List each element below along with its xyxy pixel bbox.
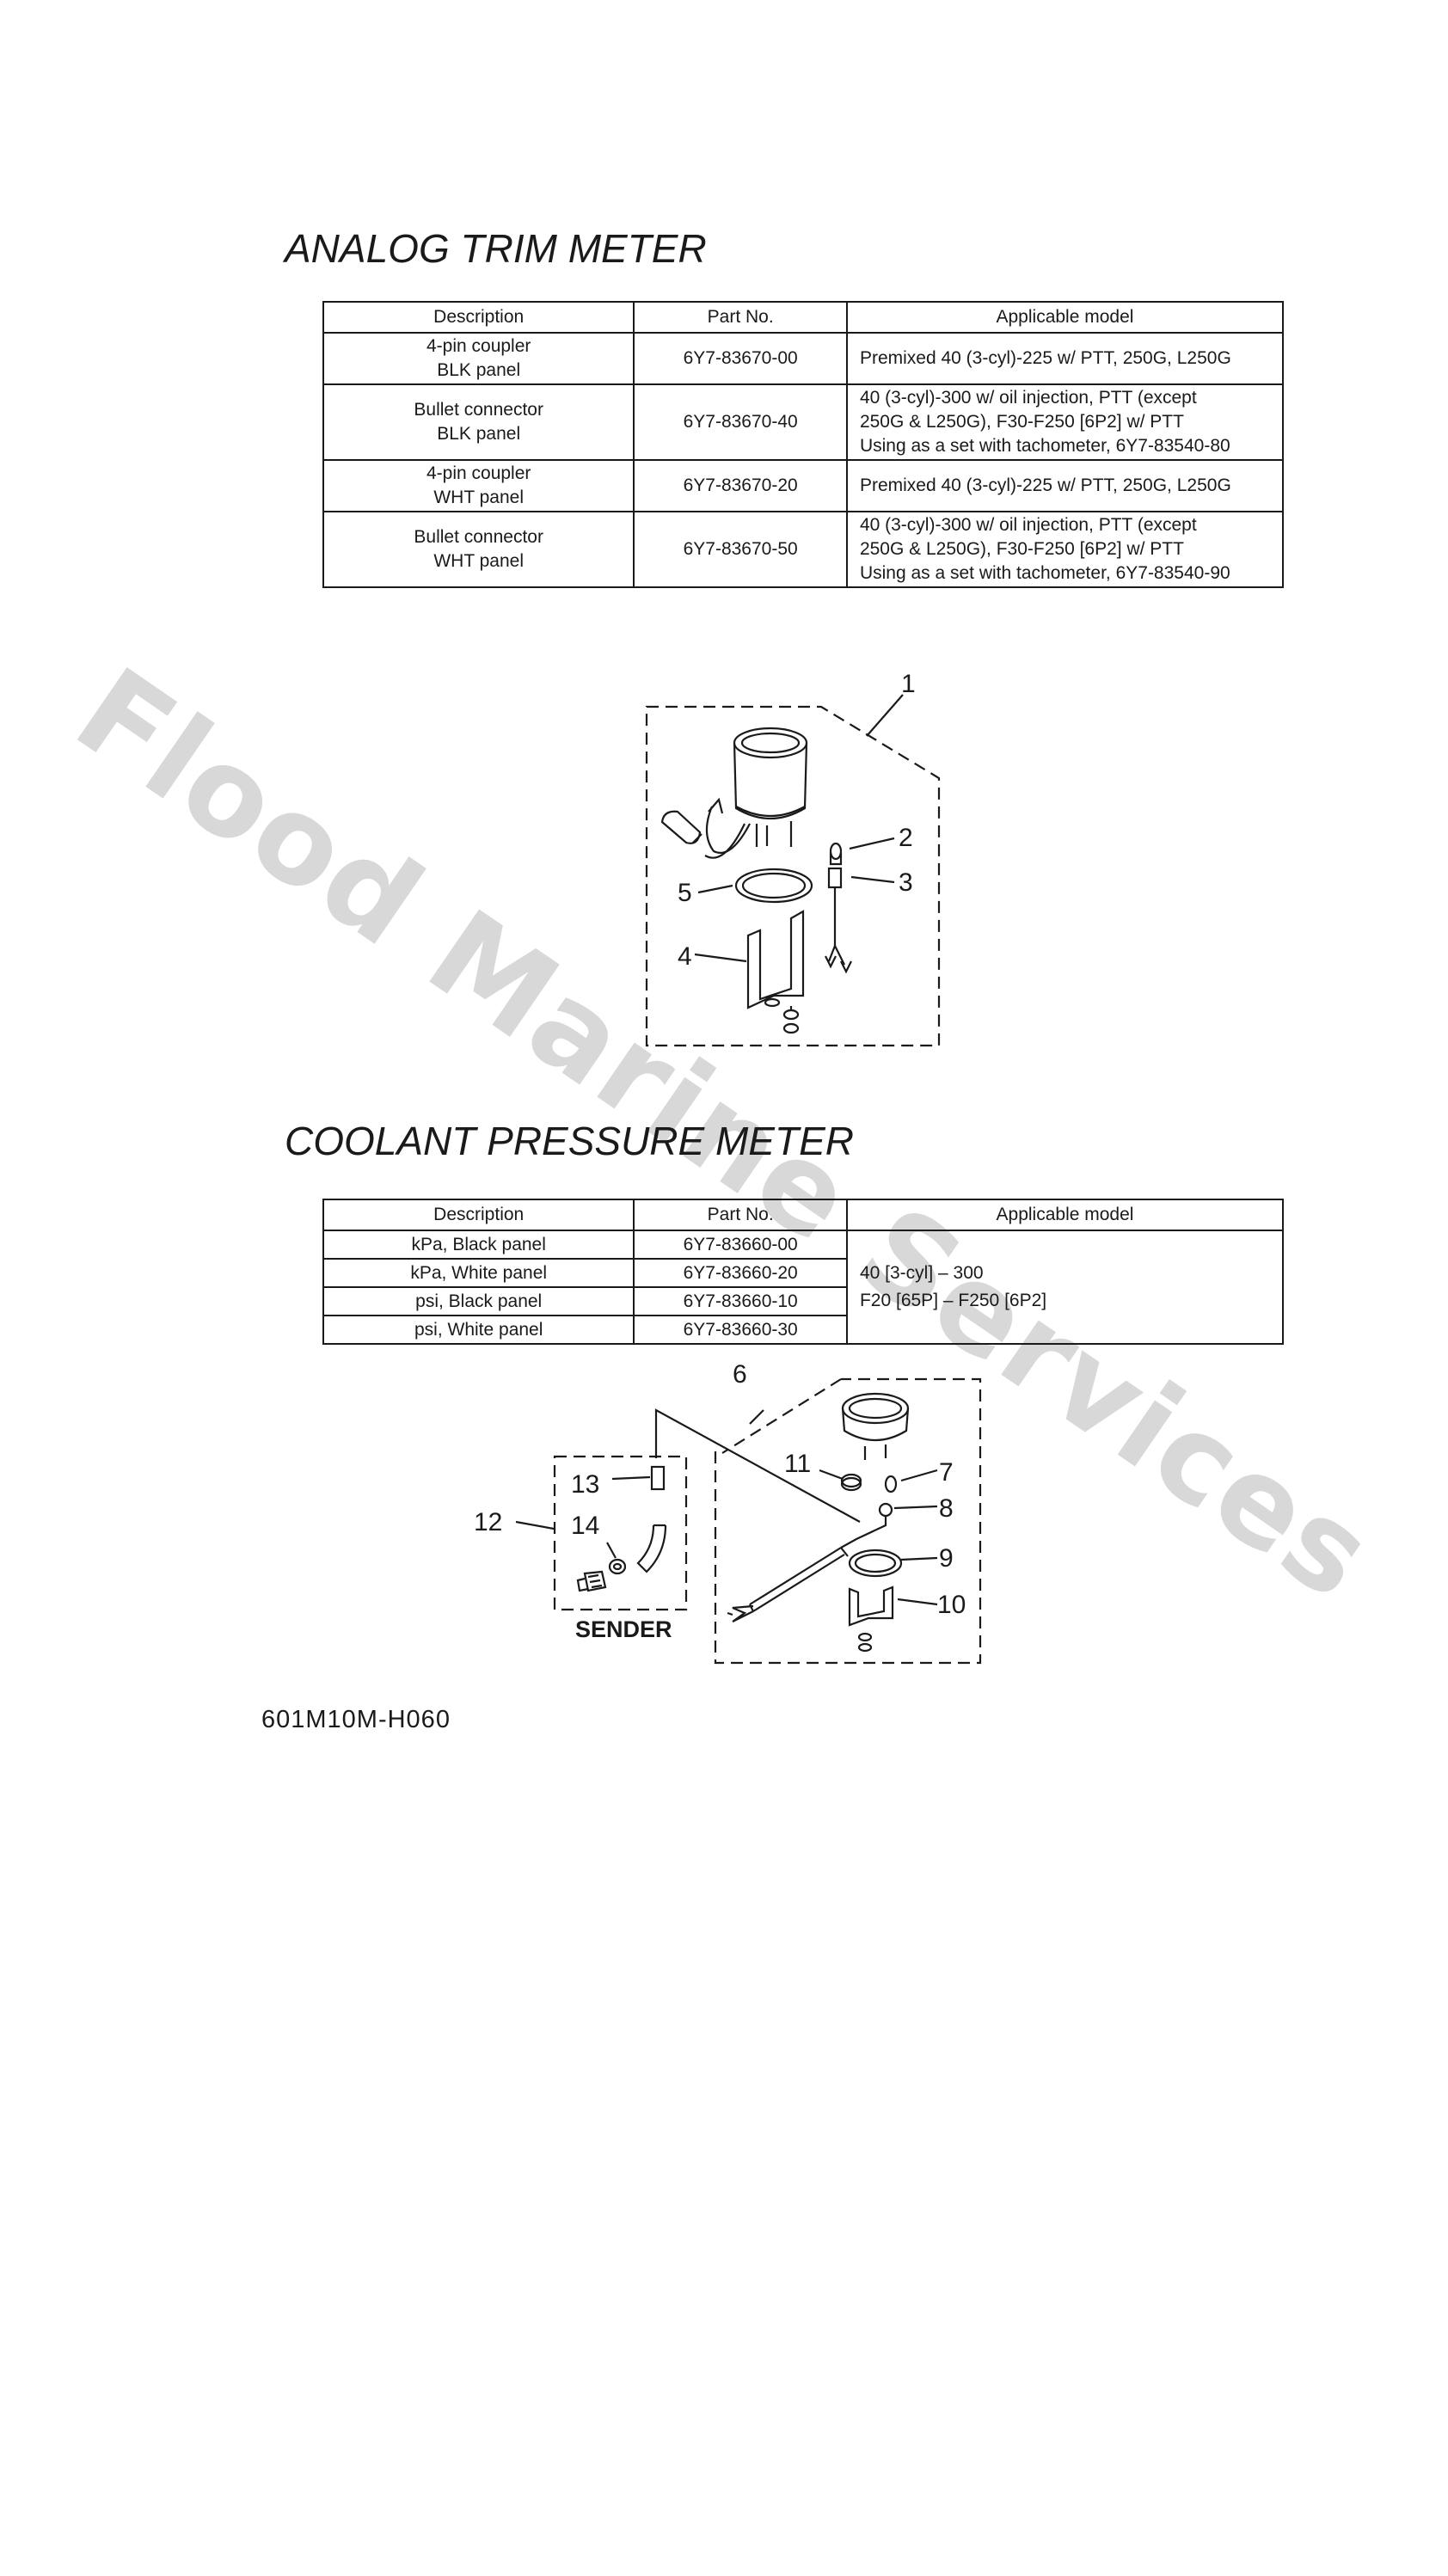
table-row: kPa, White panel 6Y7-83660-20 <box>322 1258 1283 1288</box>
callout-14: 14 <box>571 1512 599 1540</box>
sender-label: SENDER <box>575 1616 672 1642</box>
part-number-cell: 6Y7-83660-30 <box>633 1315 848 1345</box>
part-number-cell: 6Y7-83670-40 <box>633 383 848 461</box>
description-cell: psi, White panel <box>322 1315 635 1345</box>
header-description: Description <box>322 1199 635 1231</box>
description-cell: kPa, Black panel <box>322 1230 635 1260</box>
trim-gauge-bracket <box>746 910 805 1009</box>
callout-4: 4 <box>678 942 692 971</box>
header-description: Description <box>322 301 635 334</box>
part-number-cell: 6Y7-83660-20 <box>633 1258 848 1288</box>
table-header-row: Description Part No. Applicable model <box>322 1199 1285 1231</box>
callout-3: 3 <box>899 868 913 897</box>
coolant-assembly-outline <box>714 1377 982 1665</box>
part-number-cell: 6Y7-83660-10 <box>633 1286 848 1316</box>
coolant-meter-table: Description Part No. Applicable model kP… <box>322 1199 1285 1345</box>
table-row: psi, White panel 6Y7-83660-30 <box>322 1315 1283 1345</box>
trim-gauge-ring <box>734 868 813 904</box>
description-cell: psi, Black panel <box>322 1286 635 1316</box>
table-header-row: Description Part No. Applicable model <box>322 301 1285 334</box>
part-number-cell: 6Y7-83670-20 <box>633 459 848 512</box>
callout-12: 12 <box>474 1508 502 1536</box>
header-part-no: Part No. <box>633 1199 848 1231</box>
sender-outline <box>553 1455 688 1611</box>
callout-10: 10 <box>937 1591 966 1619</box>
model-cell: 40 (3-cyl)-300 w/ oil injection, PTT (ex… <box>845 511 1285 588</box>
callout-7: 7 <box>939 1458 954 1487</box>
callout-13: 13 <box>571 1470 599 1499</box>
callout-8: 8 <box>939 1494 954 1523</box>
trim-meter-title: ANALOG TRIM METER <box>285 226 707 271</box>
trim-meter-table: Description Part No. Applicable model 4-… <box>322 301 1285 588</box>
header-applicable-model: Applicable model <box>845 1199 1285 1231</box>
coolant-gauge-ring <box>848 1549 903 1578</box>
model-cell: Premixed 40 (3-cyl)-225 w/ PTT, 250G, L2… <box>845 332 1285 385</box>
trim-meter-diagram: 1 2 3 4 5 <box>474 670 982 1665</box>
table-row: kPa, Black panel 6Y7-83660-00 40 [3-cyl]… <box>322 1230 1285 1345</box>
coolant-gauge-bracket <box>848 1585 894 1627</box>
callout-1: 1 <box>901 670 916 698</box>
model-cell: 40 (3-cyl)-300 w/ oil injection, PTT (ex… <box>845 383 1285 461</box>
description-cell: kPa, White panel <box>322 1258 635 1288</box>
callout-5: 5 <box>678 879 692 907</box>
part-number-cell: 6Y7-83670-50 <box>633 511 848 588</box>
callout-2: 2 <box>899 824 913 852</box>
header-part-no: Part No. <box>633 301 848 334</box>
callout-6: 6 <box>733 1360 747 1389</box>
part-number-cell: 6Y7-83660-00 <box>633 1230 848 1260</box>
four-pin-coupler <box>660 810 702 844</box>
part-number-cell: 6Y7-83670-00 <box>633 332 848 385</box>
header-applicable-model: Applicable model <box>845 301 1285 334</box>
model-cell: Premixed 40 (3-cyl)-225 w/ PTT, 250G, L2… <box>845 459 1285 512</box>
document-number: 601M10M-H060 <box>261 1706 451 1733</box>
callout-11: 11 <box>784 1450 811 1478</box>
assembly-outline <box>645 705 941 1047</box>
table-row: psi, Black panel 6Y7-83660-10 <box>322 1286 1283 1316</box>
coolant-meter-title: COOLANT PRESSURE METER <box>285 1119 854 1163</box>
callout-9: 9 <box>939 1544 954 1573</box>
